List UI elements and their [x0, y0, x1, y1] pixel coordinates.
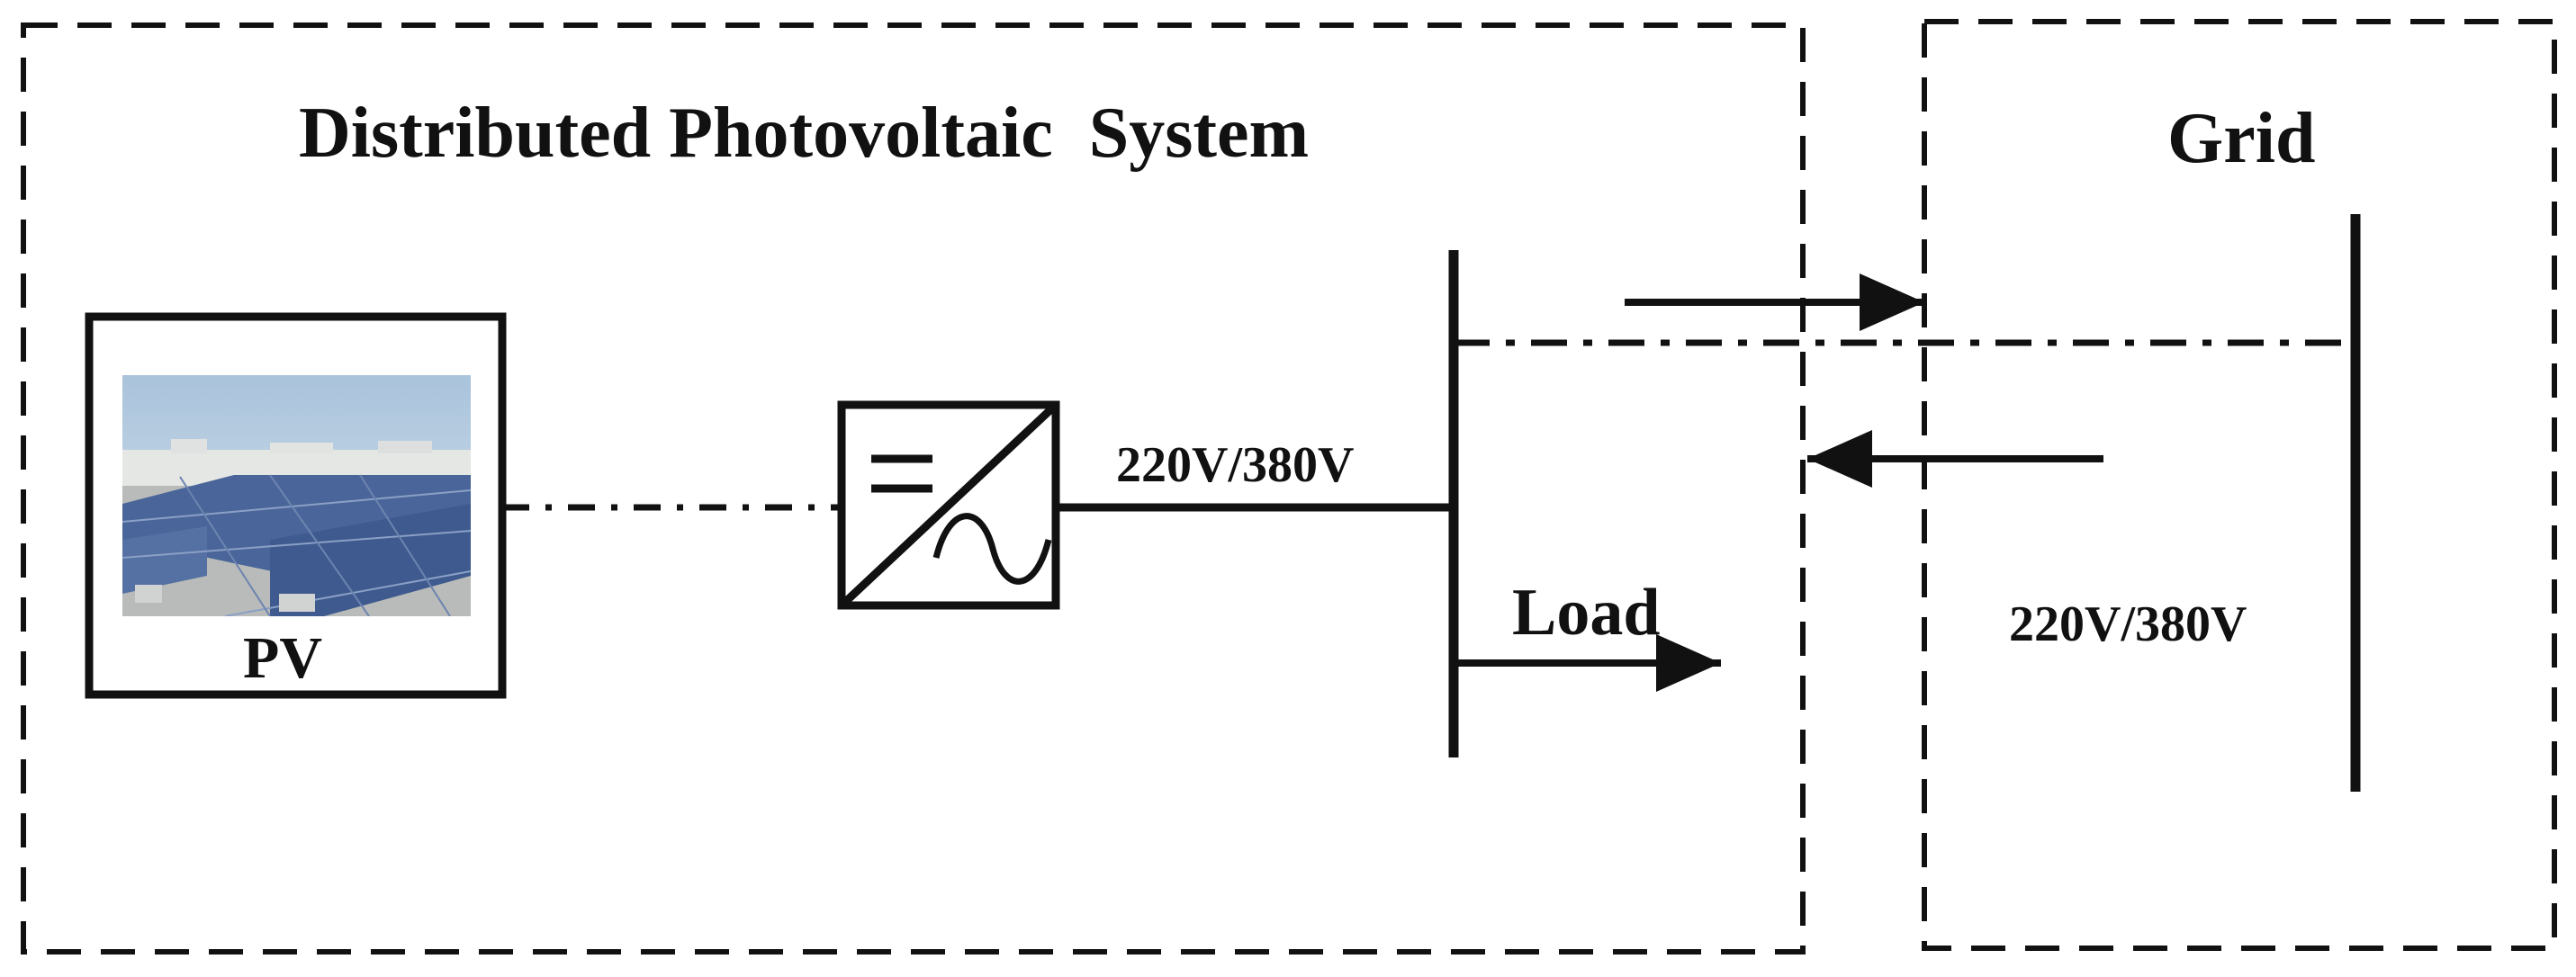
- pv-module: PV: [85, 312, 507, 699]
- solar-panel-array-photo: [122, 375, 471, 616]
- pv-system-title: Distributed Photovoltaic System: [299, 94, 1309, 173]
- grid-voltage-label: 220V/380V: [2009, 596, 2247, 652]
- load-label: Load: [1512, 576, 1661, 650]
- pv-label: PV: [243, 625, 322, 691]
- grid-title: Grid: [2167, 99, 2315, 178]
- dc-ac-inverter-icon: [837, 400, 1060, 610]
- bus-voltage-label: 220V/380V: [1116, 437, 1354, 493]
- pv-system-boundary: [21, 22, 1806, 955]
- grid-boundary: [1922, 19, 2557, 951]
